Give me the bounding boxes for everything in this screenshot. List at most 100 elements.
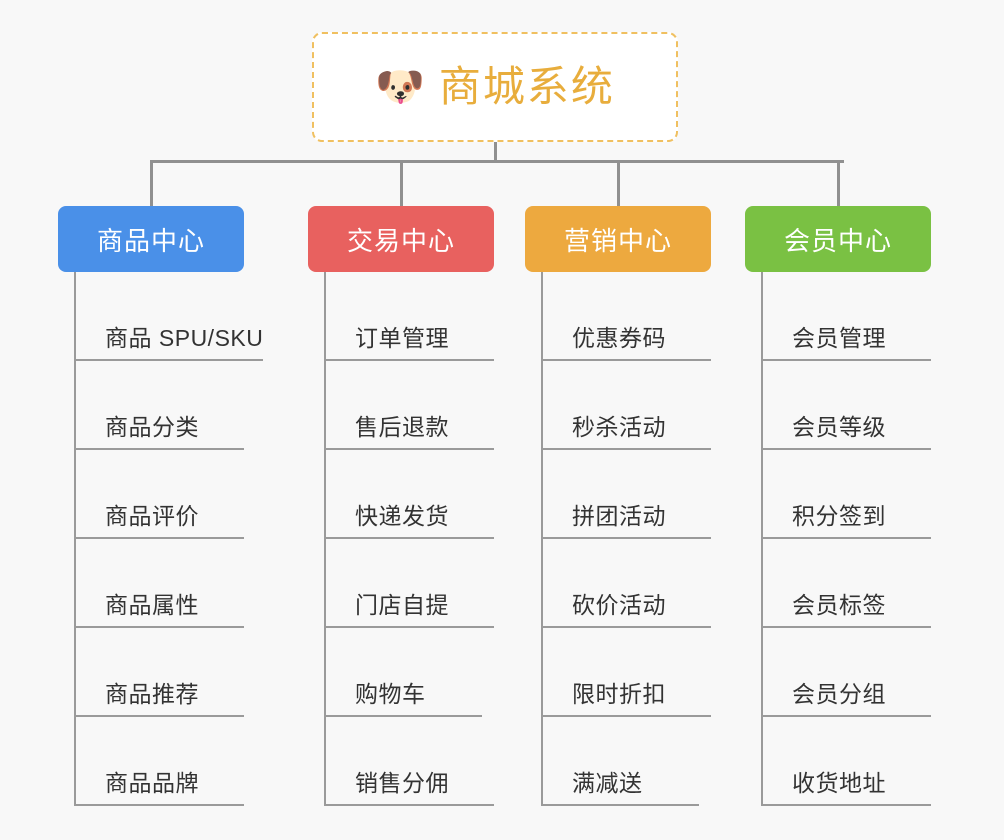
leaf-underline: 商品品牌 bbox=[75, 764, 244, 806]
leaf-item[interactable]: 拼团活动 bbox=[525, 450, 711, 539]
branch-spine-trade-center bbox=[324, 272, 326, 806]
branch-leaves-marketing-center: 优惠券码秒杀活动拼团活动砍价活动限时折扣满减送 bbox=[525, 272, 711, 806]
leaf-underline: 订单管理 bbox=[325, 319, 494, 361]
leaf-item[interactable]: 商品 SPU/SKU bbox=[58, 272, 264, 361]
connector-root-stem bbox=[494, 142, 497, 163]
leaf-label: 商品属性 bbox=[105, 592, 199, 618]
connector-horizontal-bus bbox=[150, 160, 844, 163]
leaf-label: 限时折扣 bbox=[572, 681, 666, 707]
branch-leaves-member-center: 会员管理会员等级积分签到会员标签会员分组收货地址 bbox=[745, 272, 931, 806]
leaf-label: 会员标签 bbox=[792, 592, 886, 618]
leaf-item[interactable]: 商品属性 bbox=[58, 539, 244, 628]
leaf-item[interactable]: 订单管理 bbox=[308, 272, 494, 361]
leaf-underline: 商品 SPU/SKU bbox=[75, 319, 264, 361]
leaf-underline: 收货地址 bbox=[762, 764, 931, 806]
branch-spine-member-center bbox=[761, 272, 763, 806]
root-node[interactable]: 🐶 商城系统 bbox=[312, 32, 678, 142]
leaf-label: 商品推荐 bbox=[105, 681, 199, 707]
leaf-item[interactable]: 会员管理 bbox=[745, 272, 931, 361]
branch-header-product-center[interactable]: 商品中心 bbox=[58, 206, 244, 272]
leaf-underline: 销售分佣 bbox=[325, 764, 494, 806]
leaf-label: 商品 SPU/SKU bbox=[105, 325, 264, 351]
leaf-item[interactable]: 门店自提 bbox=[308, 539, 494, 628]
leaf-item[interactable]: 限时折扣 bbox=[525, 628, 711, 717]
leaf-item[interactable]: 商品推荐 bbox=[58, 628, 244, 717]
leaf-underline: 砍价活动 bbox=[542, 586, 711, 628]
leaf-label: 会员分组 bbox=[792, 681, 886, 707]
leaf-label: 秒杀活动 bbox=[572, 414, 666, 440]
leaf-label: 购物车 bbox=[355, 681, 426, 707]
leaf-label: 商品评价 bbox=[105, 503, 199, 529]
branch-header-label: 会员中心 bbox=[783, 225, 892, 256]
leaf-underline: 会员分组 bbox=[762, 675, 931, 717]
leaf-label: 商品分类 bbox=[105, 414, 199, 440]
leaf-underline: 会员管理 bbox=[762, 319, 931, 361]
leaf-label: 优惠券码 bbox=[572, 325, 666, 351]
leaf-underline: 售后退款 bbox=[325, 408, 494, 450]
root-title: 商城系统 bbox=[438, 63, 615, 110]
leaf-item[interactable]: 销售分佣 bbox=[308, 717, 494, 806]
leaf-label: 商品品牌 bbox=[105, 770, 199, 796]
leaf-label: 销售分佣 bbox=[355, 770, 449, 796]
leaf-item[interactable]: 满减送 bbox=[525, 717, 711, 806]
leaf-underline: 商品属性 bbox=[75, 586, 244, 628]
leaf-item[interactable]: 售后退款 bbox=[308, 361, 494, 450]
branch-header-label: 营销中心 bbox=[563, 225, 672, 256]
branch-leaves-trade-center: 订单管理售后退款快递发货门店自提购物车销售分佣 bbox=[308, 272, 494, 806]
leaf-underline: 购物车 bbox=[325, 675, 482, 717]
connector-drop-trade-center bbox=[400, 160, 403, 206]
leaf-item[interactable]: 秒杀活动 bbox=[525, 361, 711, 450]
branch-spine-marketing-center bbox=[541, 272, 543, 806]
leaf-underline: 限时折扣 bbox=[542, 675, 711, 717]
branch-header-trade-center[interactable]: 交易中心 bbox=[308, 206, 494, 272]
leaf-item[interactable]: 商品品牌 bbox=[58, 717, 244, 806]
leaf-item[interactable]: 快递发货 bbox=[308, 450, 494, 539]
leaf-underline: 拼团活动 bbox=[542, 497, 711, 539]
connector-drop-marketing-center bbox=[617, 160, 620, 206]
leaf-underline: 快递发货 bbox=[325, 497, 494, 539]
connector-drop-product-center bbox=[150, 160, 153, 206]
leaf-underline: 积分签到 bbox=[762, 497, 931, 539]
leaf-item[interactable]: 商品评价 bbox=[58, 450, 244, 539]
branch-trade-center: 交易中心订单管理售后退款快递发货门店自提购物车销售分佣 bbox=[308, 206, 494, 806]
leaf-underline: 秒杀活动 bbox=[542, 408, 711, 450]
branch-spine-product-center bbox=[74, 272, 76, 806]
leaf-label: 订单管理 bbox=[355, 325, 449, 351]
leaf-underline: 商品评价 bbox=[75, 497, 244, 539]
branch-header-member-center[interactable]: 会员中心 bbox=[745, 206, 931, 272]
leaf-underline: 商品推荐 bbox=[75, 675, 244, 717]
leaf-underline: 门店自提 bbox=[325, 586, 494, 628]
leaf-item[interactable]: 会员标签 bbox=[745, 539, 931, 628]
leaf-underline: 会员标签 bbox=[762, 586, 931, 628]
branch-header-label: 交易中心 bbox=[346, 225, 455, 256]
leaf-label: 会员等级 bbox=[792, 414, 886, 440]
leaf-underline: 商品分类 bbox=[75, 408, 244, 450]
leaf-underline: 会员等级 bbox=[762, 408, 931, 450]
leaf-label: 门店自提 bbox=[355, 592, 449, 618]
branch-leaves-product-center: 商品 SPU/SKU 商品分类商品评价商品属性商品推荐商品品牌 bbox=[58, 272, 264, 806]
branch-member-center: 会员中心会员管理会员等级积分签到会员标签会员分组收货地址 bbox=[745, 206, 931, 806]
leaf-item[interactable]: 会员等级 bbox=[745, 361, 931, 450]
leaf-item[interactable]: 会员分组 bbox=[745, 628, 931, 717]
leaf-label: 快递发货 bbox=[355, 503, 449, 529]
connector-drop-member-center bbox=[837, 160, 840, 206]
leaf-underline: 满减送 bbox=[542, 764, 699, 806]
branch-header-marketing-center[interactable]: 营销中心 bbox=[525, 206, 711, 272]
branch-marketing-center: 营销中心优惠券码秒杀活动拼团活动砍价活动限时折扣满减送 bbox=[525, 206, 711, 806]
leaf-item[interactable]: 积分签到 bbox=[745, 450, 931, 539]
leaf-label: 收货地址 bbox=[792, 770, 886, 796]
branch-header-label: 商品中心 bbox=[96, 225, 205, 256]
leaf-label: 积分签到 bbox=[792, 503, 886, 529]
leaf-item[interactable]: 砍价活动 bbox=[525, 539, 711, 628]
shiba-dog-icon: 🐶 bbox=[375, 64, 425, 110]
leaf-item[interactable]: 收货地址 bbox=[745, 717, 931, 806]
leaf-item[interactable]: 优惠券码 bbox=[525, 272, 711, 361]
leaf-underline: 优惠券码 bbox=[542, 319, 711, 361]
leaf-label: 会员管理 bbox=[792, 325, 886, 351]
leaf-item[interactable]: 购物车 bbox=[308, 628, 494, 717]
leaf-label: 砍价活动 bbox=[572, 592, 666, 618]
leaf-item[interactable]: 商品分类 bbox=[58, 361, 244, 450]
branch-product-center: 商品中心商品 SPU/SKU 商品分类商品评价商品属性商品推荐商品品牌 bbox=[58, 206, 264, 806]
leaf-label: 拼团活动 bbox=[572, 503, 666, 529]
